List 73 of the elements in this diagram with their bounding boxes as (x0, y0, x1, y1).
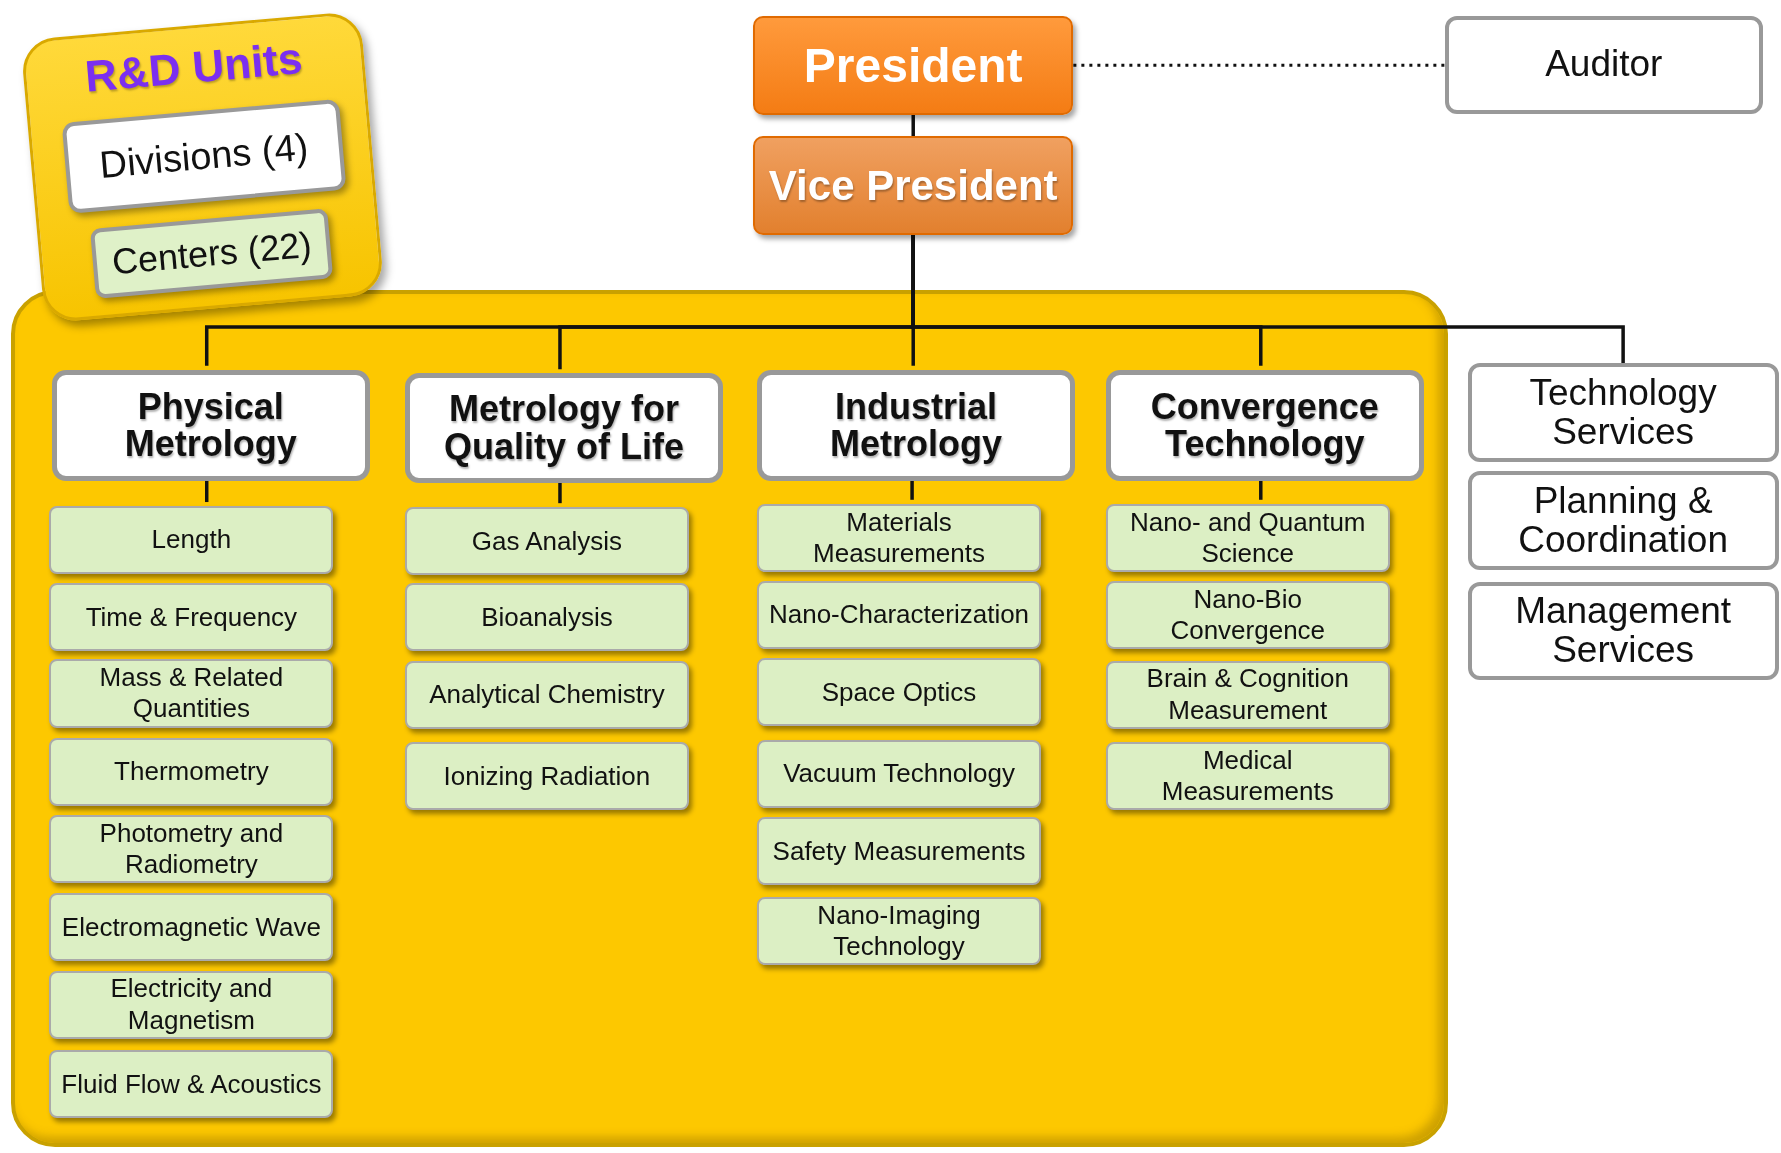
connector-line (1073, 63, 1445, 67)
box-label: Space Optics (820, 676, 978, 708)
center-box (1105, 660, 1390, 729)
title-box (753, 15, 1074, 115)
box-label: Metrology for Quality of Life (442, 390, 685, 466)
box-label: Electromagnetic Wave (60, 911, 322, 943)
box-label: Length (150, 524, 233, 556)
box-label: Analytical Chemistry (428, 678, 666, 711)
division-box (757, 369, 1076, 482)
center-box (404, 660, 689, 729)
box-label: Technology Services (1528, 374, 1718, 452)
center-box (404, 742, 689, 811)
box-label: Industrial Metrology (829, 387, 1004, 464)
center-box (49, 970, 334, 1039)
center-box (757, 503, 1041, 572)
box-label: Physical Metrology (123, 387, 298, 464)
center-box (49, 814, 334, 884)
center-box (49, 737, 334, 806)
center-box (404, 583, 689, 652)
box-label: Bioanalysis (480, 601, 614, 633)
center-box (757, 658, 1041, 727)
center-box (49, 659, 334, 728)
office-box (1467, 471, 1779, 571)
office-box (1444, 15, 1763, 114)
box-label: President (802, 37, 1024, 93)
unit-box (61, 98, 347, 214)
box-label: Planning & Coordination (1517, 481, 1729, 560)
box-label: Safety Measurements (771, 835, 1027, 867)
center-box (404, 507, 689, 576)
box-label: Management Services (1514, 592, 1733, 670)
division-box (1105, 369, 1424, 482)
center-box (49, 583, 334, 652)
box-label: Mass & Related Quantities (98, 662, 285, 725)
card-heading: R&D Units (81, 32, 305, 103)
office-box (1467, 581, 1779, 681)
box-label: Thermometry (113, 756, 270, 788)
center-box (49, 1050, 334, 1119)
box-label: Medical Measurements (1160, 745, 1335, 808)
center-box (49, 893, 334, 962)
box-label: Gas Analysis (470, 525, 624, 557)
center-box (1105, 503, 1390, 572)
connector-line (911, 235, 1625, 364)
box-label: Fluid Flow & Acoustics (60, 1068, 323, 1100)
center-box (757, 740, 1041, 809)
box-label: Materials Measurements (812, 506, 986, 569)
box-label: Nano- and Quantum Science (1128, 506, 1367, 569)
box-label: Nano-Bio Convergence (1169, 583, 1327, 647)
center-box (757, 817, 1041, 886)
box-label: Convergence Technology (1149, 387, 1380, 464)
title-box (753, 136, 1074, 236)
division-box (404, 373, 723, 484)
center-box (49, 506, 334, 575)
box-label: Centers (22) (109, 223, 314, 284)
division-box (51, 369, 370, 482)
box-label: Vice President (767, 161, 1059, 210)
box-label: Ionizing Radiation (442, 760, 652, 792)
box-label: Time & Frequency (84, 601, 299, 633)
box-label: Vacuum Technology (782, 758, 1016, 790)
box-label: Divisions (4) (96, 125, 311, 188)
unit-box (89, 208, 334, 299)
box-label: Nano-Imaging Technology (816, 899, 982, 962)
box-label: Electricity and Magnetism (109, 973, 274, 1036)
center-box (757, 581, 1041, 650)
box-label: Nano-Characterization (767, 599, 1031, 631)
center-box (1105, 742, 1390, 811)
box-label: Auditor (1544, 45, 1664, 85)
box-label: Brain & Cognition Measurement (1145, 663, 1350, 726)
panel-background (11, 289, 1449, 1148)
center-box (1105, 581, 1390, 650)
office-box (1467, 363, 1779, 463)
center-box (757, 896, 1041, 965)
box-label: Photometry and Radiometry (98, 817, 285, 881)
connector-line (911, 114, 915, 137)
